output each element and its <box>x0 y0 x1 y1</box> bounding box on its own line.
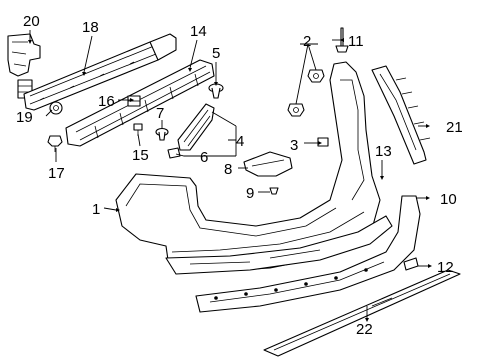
callout-11: 11 <box>348 33 364 50</box>
part-20-bracket <box>7 33 41 99</box>
part-6-clip <box>167 147 181 159</box>
callout-10: 10 <box>440 191 457 208</box>
callout-9: 9 <box>246 185 254 202</box>
arrow-tips <box>28 38 432 322</box>
callout-16: 16 <box>98 93 115 110</box>
callout-20: 20 <box>23 13 40 30</box>
part-10-diffuser <box>195 195 421 313</box>
callout-12: 12 <box>437 259 454 276</box>
part-4-side-bracket <box>177 103 215 151</box>
callout-17: 17 <box>48 165 65 182</box>
callout-6: 6 <box>200 149 208 166</box>
part-17-bolt <box>47 135 63 152</box>
callout-21: 21 <box>446 119 463 136</box>
part-18-reinforcement-beam <box>23 33 177 111</box>
callout-labels: 20 18 14 5 2 11 16 19 7 4 3 21 15 6 8 17… <box>16 13 463 338</box>
part-12-cap <box>403 257 419 271</box>
callout-7: 7 <box>156 105 164 122</box>
part-13-lower-valance <box>165 215 393 275</box>
callout-15: 15 <box>132 147 149 164</box>
part-16-clip <box>127 95 141 107</box>
leader-lines <box>29 30 428 318</box>
part-22-scuff-plate <box>263 269 461 357</box>
part-9-screw <box>269 187 279 195</box>
callout-5: 5 <box>212 45 220 62</box>
part-11-rivet <box>335 27 349 53</box>
callout-4: 4 <box>236 133 244 150</box>
part-5-push-pin <box>208 83 224 99</box>
callout-3: 3 <box>290 137 298 154</box>
callout-18: 18 <box>82 19 99 36</box>
callout-14: 14 <box>190 23 207 40</box>
callout-2: 2 <box>303 33 311 50</box>
part-2-push-nuts <box>287 69 325 117</box>
callout-22: 22 <box>356 321 373 338</box>
part-7-pin <box>155 127 169 141</box>
callout-19: 19 <box>16 109 33 126</box>
callout-8: 8 <box>224 161 232 178</box>
part-19-push-nut <box>49 101 63 115</box>
part-8-bracket <box>243 151 293 177</box>
callout-1: 1 <box>92 201 100 218</box>
callout-13: 13 <box>375 143 392 160</box>
part-21-side-molding <box>371 65 431 165</box>
